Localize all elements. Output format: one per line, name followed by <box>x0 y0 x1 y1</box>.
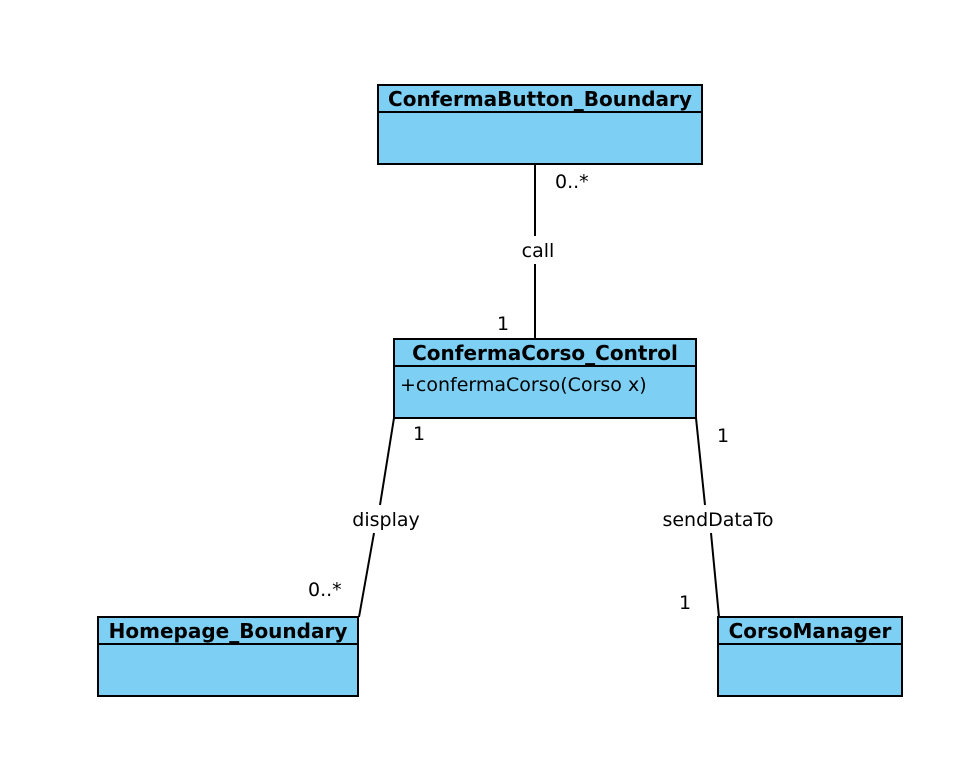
association-call-multiplicity-source: 0..* <box>555 171 589 193</box>
association-call: call 0..* 1 <box>497 164 589 339</box>
class-name: Homepage_Boundary <box>109 619 348 643</box>
class-name: ConfermaCorso_Control <box>412 341 678 365</box>
association-senddatato-multiplicity-source: 1 <box>717 425 729 447</box>
association-call-multiplicity-target: 1 <box>497 313 509 335</box>
class-corsomanager[interactable]: CorsoManager <box>717 616 903 697</box>
association-display-line-lower <box>358 532 375 618</box>
class-box <box>393 338 697 419</box>
association-senddatato-label: sendDataTo <box>662 509 773 531</box>
association-senddatato-line-upper <box>695 417 706 506</box>
association-senddatato-line-lower <box>710 532 720 618</box>
class-box <box>97 616 359 697</box>
class-homepage-boundary[interactable]: Homepage_Boundary <box>97 616 359 697</box>
association-display-label: display <box>352 509 419 531</box>
class-box <box>717 616 903 697</box>
association-display-multiplicity-source: 1 <box>413 423 425 445</box>
association-call-label: call <box>522 240 555 262</box>
class-operation: +confermaCorso(Corso x) <box>400 374 647 396</box>
association-senddatato: sendDataTo 1 1 <box>662 417 774 618</box>
class-name: ConfermaButton_Boundary <box>388 87 692 111</box>
class-confermabutton-boundary[interactable]: ConfermaButton_Boundary <box>377 84 703 165</box>
association-display: display 1 0..* <box>308 417 425 618</box>
association-display-line-upper <box>379 417 395 506</box>
class-confermacorso-control[interactable]: ConfermaCorso_Control +confermaCorso(Cor… <box>393 338 697 419</box>
association-display-multiplicity-target: 0..* <box>308 579 342 601</box>
class-name: CorsoManager <box>729 619 892 643</box>
association-senddatato-multiplicity-target: 1 <box>679 592 691 614</box>
class-box <box>377 84 703 165</box>
